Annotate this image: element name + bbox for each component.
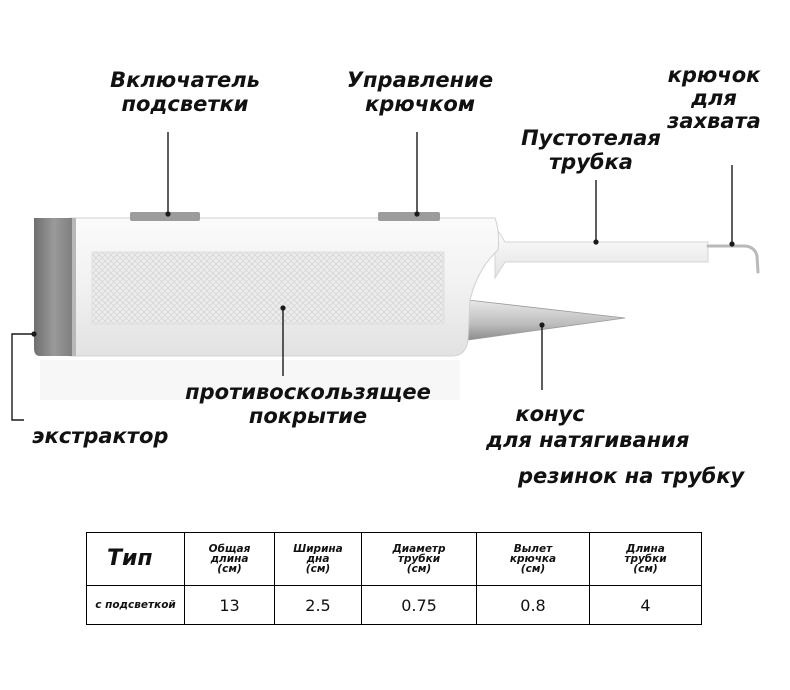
table-header-row: Тип Общая длина (см) Ширина дна (см) Диа… <box>86 532 702 586</box>
tool-drawing <box>11 132 760 421</box>
label-hook-control: Управление крючком <box>346 68 494 116</box>
cell-total-length: 13 <box>184 585 275 625</box>
header-total-length-text: Общая длина (см) <box>208 543 251 575</box>
label-hollow-tube: Пустотелая трубка <box>521 126 661 174</box>
hook-control-button[interactable] <box>378 212 440 221</box>
label-cone-line3: резинок на трубку <box>518 464 745 488</box>
label-extractor: экстрактор <box>32 424 169 448</box>
table-row: с подсветкой 13 2.5 0.75 0.8 4 <box>86 585 702 625</box>
header-type: Тип <box>86 532 185 586</box>
header-tube-diameter-text: Диаметр трубки (см) <box>392 543 446 575</box>
header-hook-reach: Вылет крючка (см) <box>476 532 590 586</box>
header-tube-diameter: Диаметр трубки (см) <box>361 532 477 586</box>
label-cone-line2: для натягивания <box>486 428 690 452</box>
label-light-switch: Включатель подсветки <box>110 68 260 116</box>
header-hook-reach-text: Вылет крючка (см) <box>509 543 557 575</box>
cone <box>467 299 626 341</box>
label-cone-line1: конус <box>515 402 585 426</box>
cell-tube-diameter: 0.75 <box>361 585 477 625</box>
cell-tube-length: 4 <box>589 585 702 625</box>
label-hook: крючок для захвата <box>667 63 761 133</box>
header-tube-length-text: Длина трубки (см) <box>624 543 667 575</box>
cell-type: с подсветкой <box>86 585 185 625</box>
light-switch-button[interactable] <box>130 212 200 221</box>
leader-lines <box>11 132 733 421</box>
cell-hook-reach: 0.8 <box>476 585 590 625</box>
hook-wire <box>706 244 760 274</box>
cap-ring <box>72 218 76 356</box>
header-tube-length: Длина трубки (см) <box>589 532 702 586</box>
header-total-length: Общая длина (см) <box>184 532 275 586</box>
header-base-width-text: Ширина дна (см) <box>293 543 343 575</box>
header-base-width: Ширина дна (см) <box>274 532 362 586</box>
product-illustration: Включатель подсветки Управление крючком … <box>11 63 761 488</box>
leader-dots <box>31 211 735 337</box>
spec-table: Тип Общая длина (см) Ширина дна (см) Диа… <box>86 532 702 625</box>
anti-slip-panel <box>91 251 445 325</box>
label-anti-slip: противоскользящее покрытие <box>185 380 431 428</box>
reflection <box>40 360 460 400</box>
hollow-tube <box>494 224 709 280</box>
extractor-cap <box>34 218 74 356</box>
cell-base-width: 2.5 <box>274 585 362 625</box>
